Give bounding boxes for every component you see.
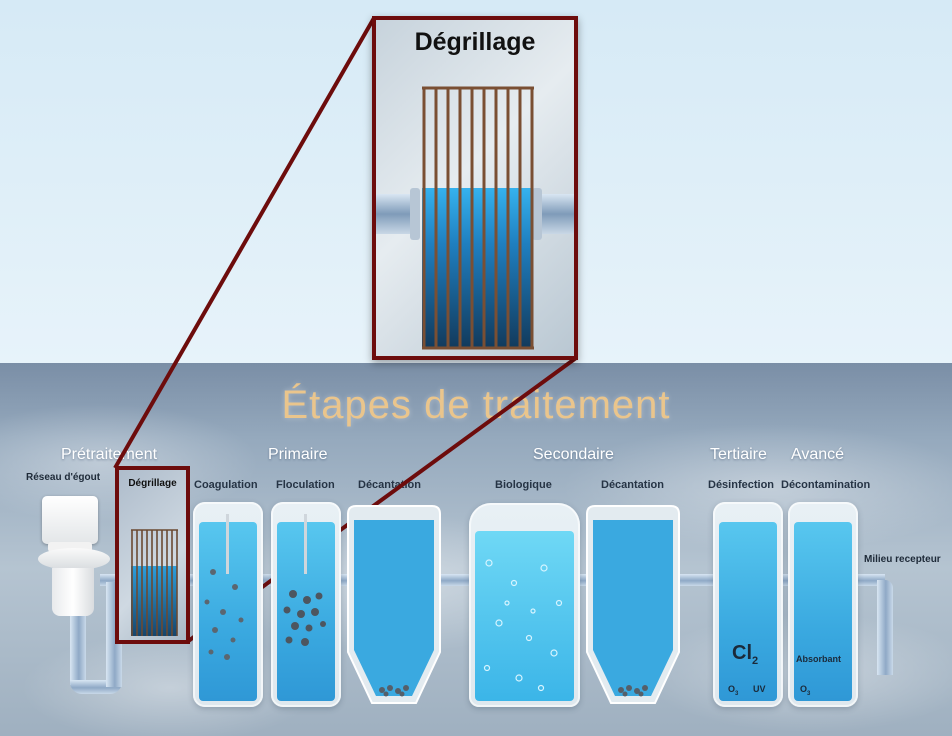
group-tertiaire: Tertiaire: [710, 446, 767, 463]
bar-screen-icon: [376, 86, 574, 350]
label-biologique: Biologique: [495, 479, 552, 491]
group-avance: Avancé: [791, 446, 845, 463]
tank-coagulation[interactable]: [193, 502, 263, 707]
label-decantation-primaire: Décantation: [358, 479, 421, 491]
label-reseau-egout: Réseau d'égout: [26, 472, 101, 483]
chem-uv: UV: [753, 684, 766, 694]
zoom-title: Dégrillage: [414, 28, 536, 56]
group-secondaire: Secondaire: [533, 446, 614, 463]
aeration-bubbles-icon: [483, 559, 563, 692]
group-pretraitement: Prétraitement: [61, 446, 158, 463]
diagram-title: Étapes de traitement: [281, 383, 671, 427]
label-floculation: Floculation: [276, 479, 335, 491]
tank-floculation[interactable]: [271, 502, 341, 707]
chem-o3-desinfection: O3: [728, 684, 739, 697]
hopper-tank-shape-2: [586, 505, 680, 704]
tank-biologique[interactable]: [469, 503, 580, 707]
outlet-pipe-down: [877, 580, 893, 675]
degrillage-zoom-panel: Dégrillage: [372, 16, 578, 360]
hopper-tank-shape: [347, 505, 441, 704]
label-degrillage: Dégrillage: [128, 478, 177, 489]
label-decontamination: Décontamination: [781, 479, 871, 491]
degrillage-highlight-box[interactable]: Dégrillage: [115, 466, 190, 644]
tank-desinfection[interactable]: Cl2 O3 UV: [713, 502, 783, 707]
mini-screen-icon: [131, 529, 178, 636]
label-decantation-secondaire: Décantation: [601, 479, 664, 491]
chem-o3-decontamination: O3: [800, 684, 811, 697]
label-milieu-recepteur: Milieu recepteur: [864, 554, 941, 565]
coagulation-particles-icon: [204, 569, 244, 660]
chem-cl2: Cl2: [732, 642, 759, 667]
floculation-flocs-icon: [283, 590, 326, 646]
sewer-pipe-down: [70, 610, 86, 685]
tank-decantation-secondaire[interactable]: [583, 502, 683, 707]
label-desinfection: Désinfection: [708, 479, 775, 491]
label-coagulation: Coagulation: [194, 479, 258, 491]
group-primaire: Primaire: [268, 446, 328, 463]
tank-decontamination[interactable]: Absorbant O3: [788, 502, 858, 707]
tank-decantation-primaire[interactable]: [344, 502, 444, 707]
chem-absorbant: Absorbant: [796, 654, 841, 664]
toilet-icon: [38, 496, 110, 618]
